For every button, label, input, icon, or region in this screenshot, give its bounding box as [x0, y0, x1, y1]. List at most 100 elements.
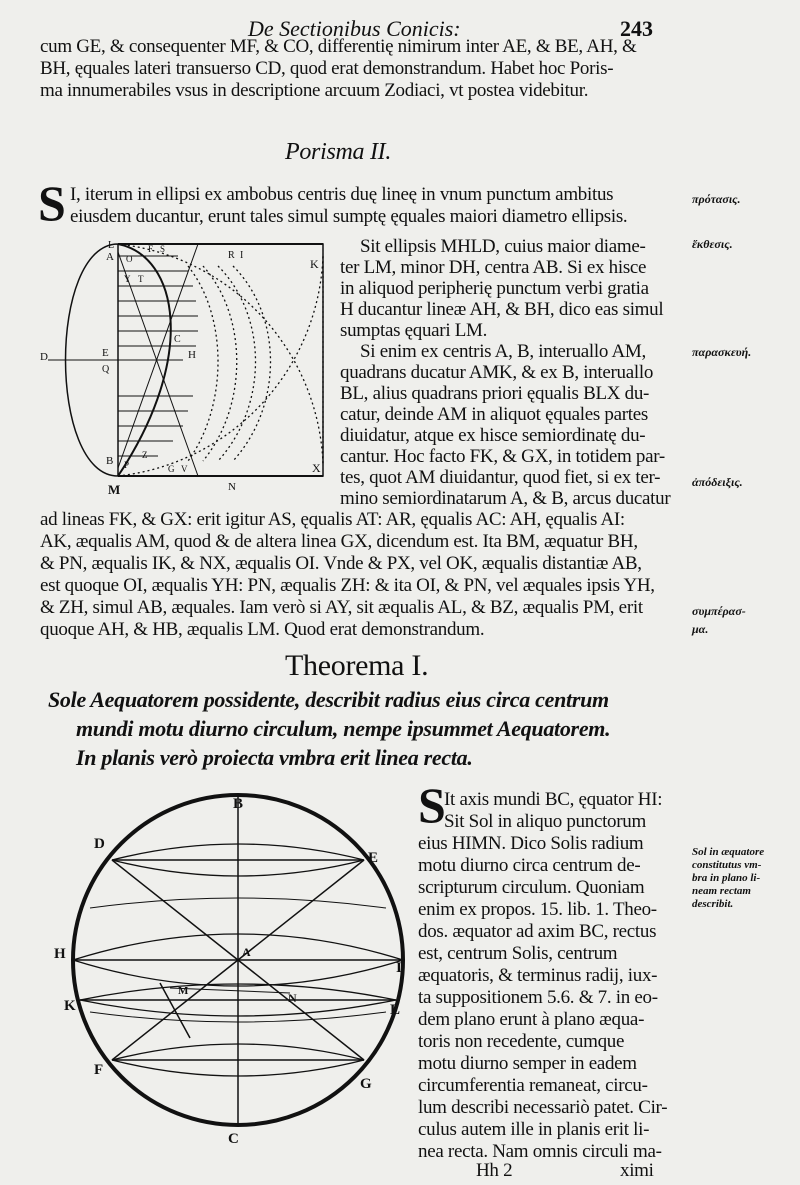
- text-line: cum GE, & consequenter MF, & CO, differe…: [40, 36, 637, 57]
- figure-label: T: [138, 274, 144, 284]
- text-line: dos. æquator ad axim BC, rectus: [418, 921, 657, 942]
- figure-label: K: [64, 998, 76, 1014]
- text-line: Si enim ex centris A, B, interuallo AM,: [360, 341, 646, 362]
- text-line: BH, ęquales lateri transuerso CD, quod e…: [40, 58, 614, 79]
- margin-note: ἔκθεσις.: [692, 237, 733, 251]
- figure-label: K: [310, 257, 319, 271]
- figure-label: C: [174, 334, 181, 345]
- text-line: scripturum circulum. Quoniam: [418, 877, 645, 898]
- figure-label: M: [178, 985, 189, 997]
- figure-label: X: [312, 461, 321, 475]
- margin-note-line: Sol in æquatore: [692, 846, 765, 858]
- text-line: quoque AH, & HB, æqualis LM. Quod erat d…: [40, 619, 485, 640]
- ellipse-figure: L A O F S R I K Y T D E Q C H B P Z G V …: [40, 240, 324, 496]
- text-line: H ducantur lineæ AH, & BH, dico eas simu…: [340, 299, 664, 320]
- figure-label: Z: [142, 450, 148, 460]
- figure-label: H: [188, 349, 196, 361]
- text-line: ter LM, minor DH, centra AB. Si ex hisce: [340, 257, 647, 278]
- text-line: æquatoris, & terminus radij, iux-: [418, 965, 658, 986]
- text-line: ta suppositionem 5.6. & 7. in eo-: [418, 987, 658, 1008]
- enunciation-line: In planis verò proiecta vmbra erit linea…: [76, 745, 473, 770]
- figure-label: G: [168, 464, 175, 474]
- figure-label: V: [181, 464, 188, 474]
- sphere-figure: B D E H I A K M N L F G C: [54, 793, 406, 1147]
- figure-label: E: [102, 347, 109, 359]
- porisma-title: Porisma II.: [285, 139, 392, 165]
- page-number: 243: [620, 16, 653, 41]
- margin-note: παρασκευή.: [692, 345, 752, 359]
- text-line: eiusdem ducantur, erunt tales simul sump…: [70, 206, 628, 227]
- margin-note: μα.: [692, 622, 709, 636]
- theorema-title: Theorema I.: [285, 649, 429, 682]
- margin-note-line: bra in plano li-: [692, 872, 761, 884]
- text-line: eius HIMN. Dico Solis radium: [418, 833, 644, 854]
- margin-note-line: describit.: [692, 898, 734, 910]
- text-line: toris non recedente, cumque: [418, 1031, 625, 1052]
- figure-label: N: [288, 991, 297, 1005]
- figure-label: H: [54, 946, 66, 962]
- figure-label: N: [228, 481, 236, 493]
- figure-label: Y: [124, 274, 131, 284]
- figure-label: L: [108, 240, 114, 251]
- text-line: & PN, æqualis IK, & NX, æqualis OI. Vnde…: [40, 553, 642, 574]
- figure-label: A: [242, 945, 251, 959]
- text-line: motu diurno semper in eadem: [418, 1053, 637, 1074]
- text-line: ad lineas FK, & GX: erit igitur AS, ęqua…: [40, 509, 625, 530]
- text-line: sumptas ęquari LM.: [340, 320, 488, 341]
- text-line: AK, æqualis AM, quod & de altera linea G…: [40, 531, 638, 552]
- text-line: ma innumerabiles vsus in descriptione ar…: [40, 80, 589, 101]
- text-line: est quoque OI, æqualis YH: PN, æqualis Z…: [40, 575, 655, 596]
- figure-label: F: [148, 244, 153, 254]
- figure-label: B: [233, 796, 243, 812]
- enunciation-line: Sole Aequatorem possidente, describit ra…: [48, 687, 609, 712]
- enunciation-line: mundi motu diurno circulum, nempe ipsumm…: [76, 716, 611, 741]
- running-title: De Sectionibus Conicis:: [248, 16, 461, 41]
- figure-label: Q: [102, 364, 110, 375]
- text-line: est, centrum Solis, centrum: [418, 943, 618, 964]
- figure-label: A: [106, 251, 114, 263]
- figure-label: P: [124, 460, 129, 470]
- text-line: quadrans ducatur AMK, & ex B, interuallo: [340, 362, 654, 383]
- figure-label: I: [396, 960, 402, 976]
- figure-label: D: [40, 351, 48, 363]
- text-line: circumferentia remaneat, circu-: [418, 1075, 648, 1096]
- text-line: mino semiordinatarum A, & B, arcus ducat…: [340, 488, 671, 509]
- figure-label: R: [228, 250, 235, 261]
- margin-note-line: neam rectam: [692, 885, 751, 897]
- text-line: nea recta. Nam omnis circuli ma-: [418, 1141, 662, 1162]
- margin-note-line: constitutus vm-: [692, 859, 762, 871]
- figure-label: F: [94, 1062, 103, 1078]
- text-line: It axis mundi BC, ęquator HI:: [444, 789, 663, 810]
- text-line: & ZH, simul AB, æquales. Iam verò si AY,…: [40, 597, 643, 618]
- figure-label: L: [390, 1002, 400, 1018]
- text-line: lum describi necessariò patet. Cir-: [418, 1097, 668, 1118]
- figure-label: B: [106, 455, 113, 467]
- text-line: BL, alius quadrans priori ęqualis BLX du…: [340, 383, 650, 404]
- figure-label: G: [360, 1076, 372, 1092]
- text-line: catur, deinde AM in aliquot ęquales part…: [340, 404, 648, 425]
- catchword: ximi: [620, 1160, 654, 1181]
- figure-label: E: [368, 850, 378, 866]
- text-line: Sit Sol in aliquo punctorum: [444, 811, 646, 832]
- figure-label: S: [160, 244, 165, 254]
- margin-note: ἀπόδειξις.: [692, 475, 743, 489]
- text-line: I, iterum in ellipsi ex ambobus centris …: [70, 184, 614, 205]
- figure-label: C: [228, 1131, 239, 1147]
- figure-label: I: [240, 250, 243, 261]
- text-line: dem plano erunt à plano æqua-: [418, 1009, 645, 1030]
- figure-label: O: [126, 254, 133, 264]
- text-line: Sit ellipsis MHLD, cuius maior diame-: [360, 236, 646, 257]
- figure-label: M: [108, 482, 120, 496]
- drop-cap: S: [418, 777, 446, 833]
- text-line: culus autem ille in planis erit li-: [418, 1119, 650, 1140]
- text-line: cantur. Hoc facto FK, & GX, in totidem p…: [340, 446, 665, 467]
- signature-mark: Hh 2: [476, 1160, 513, 1181]
- drop-cap: S: [38, 175, 66, 231]
- margin-note: συμπέρασ-: [692, 604, 746, 618]
- text-line: enim ex propos. 15. lib. 1. Theo-: [418, 899, 657, 920]
- text-line: diuidatur, atque ex hisce semiordinatę d…: [340, 425, 646, 446]
- text-line: in aliquod peripherię punctum verbi grat…: [340, 278, 649, 299]
- text-line: tes, quot AM diuidantur, quod fiet, si e…: [340, 467, 661, 488]
- figure-label: D: [94, 836, 105, 852]
- margin-note: πρότασις.: [692, 192, 741, 206]
